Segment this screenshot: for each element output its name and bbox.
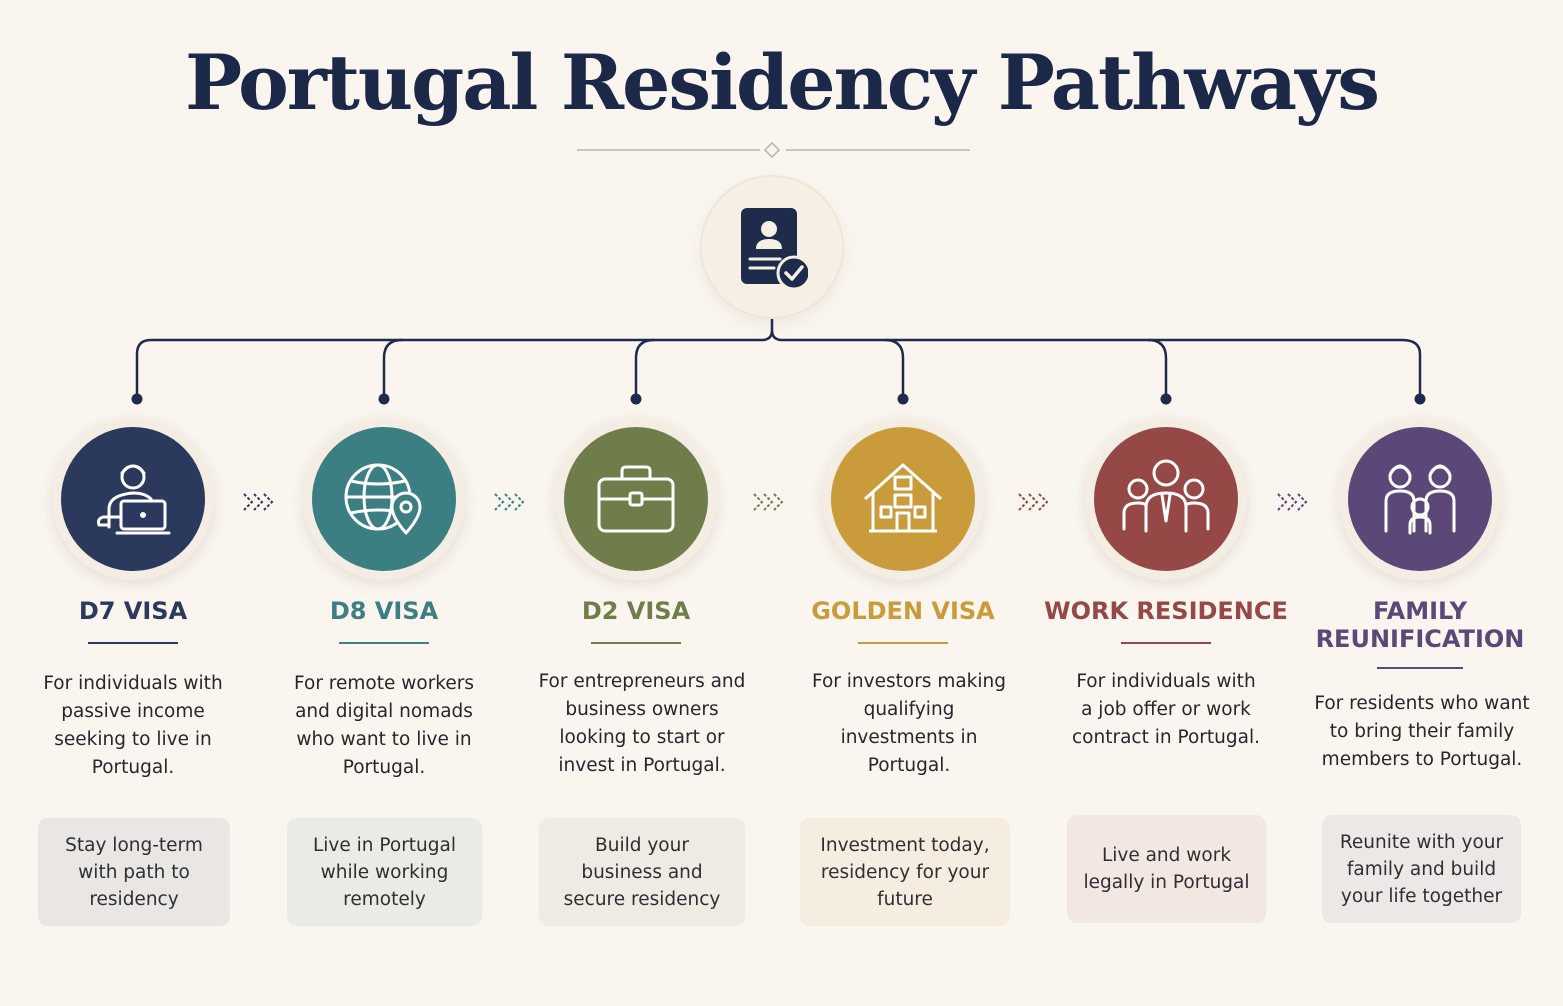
pathway-icon-ring [555, 418, 717, 580]
connector-dot [378, 393, 390, 405]
page-title: Portugal Residency Pathways [184, 38, 1380, 127]
title-underline [1121, 642, 1211, 644]
title-underline [591, 642, 681, 644]
pathway-description: For residents who want to bring their fa… [1314, 693, 1530, 770]
connector-branch [382, 338, 403, 399]
team-workers-icon [1122, 459, 1210, 533]
pathway-tagline: Build your business and secure residency [539, 818, 745, 926]
pathway-title: WORK RESIDENCE [1044, 597, 1288, 625]
title-underline [88, 642, 178, 644]
house-icon [863, 463, 943, 533]
flow-arrow-icon [1276, 488, 1310, 520]
pathway-description: For entrepreneurs and business owners lo… [538, 671, 746, 776]
pathway-tagline: Investment today, residency for your fut… [800, 818, 1010, 926]
pathway-tagline: Stay long-term with path to residency [38, 818, 230, 926]
pathway-icon-circle [312, 427, 456, 571]
pathway-description: For remote workers and digital nomads wh… [294, 673, 474, 778]
pathway-description: For investors making qualifying investme… [812, 671, 1006, 776]
connector-dot [1414, 393, 1426, 405]
connector-branch [634, 338, 655, 399]
connector-branch [884, 338, 905, 399]
hub-icon-circle [702, 177, 842, 317]
pathway-icon-ring [52, 418, 214, 580]
pathway-tagline: Live in Portugal while working remotely [287, 818, 482, 926]
pathway-icon-circle [831, 427, 975, 571]
briefcase-icon [597, 465, 675, 533]
title-underline [858, 642, 948, 644]
globe-location-pin-icon [344, 463, 422, 535]
connector-dot [131, 393, 143, 405]
flow-arrow-icon [752, 488, 786, 520]
pathway-icon-ring [822, 418, 984, 580]
pathway-icon-circle [61, 427, 205, 571]
pathway-icon-circle [1094, 427, 1238, 571]
title-divider [577, 141, 970, 159]
connector-dot [897, 393, 909, 405]
connector-dot [630, 393, 642, 405]
pathway-title: GOLDEN VISA [811, 597, 995, 625]
family-icon [1384, 464, 1456, 535]
flow-arrow-icon [242, 488, 276, 520]
residency-document-check-icon [741, 208, 808, 291]
flow-arrow-icon [1017, 488, 1051, 520]
pathway-icon-ring [1339, 418, 1501, 580]
connector-branch [1147, 338, 1168, 399]
remote-laptop-user-icon [97, 464, 171, 535]
pathway-icon-ring [303, 418, 465, 580]
pathway-tagline: Reunite with your family and build your … [1322, 815, 1521, 923]
pathway-icon-circle [564, 427, 708, 571]
pathway-title: FAMILY REUNIFICATION [1315, 597, 1525, 653]
pathway-title: D7 VISA [78, 597, 188, 625]
title-underline [1377, 667, 1463, 669]
pathway-icon-ring [1085, 418, 1247, 580]
pathway-title: D8 VISA [329, 597, 439, 625]
pathway-tagline: Live and work legally in Portugal [1067, 815, 1266, 923]
flow-arrow-icon [493, 488, 527, 520]
connector-dot [1160, 393, 1172, 405]
pathway-description: For individuals with a job offer or work… [1072, 671, 1260, 748]
title-underline [339, 642, 429, 644]
pathway-title: D2 VISA [581, 597, 691, 625]
connector-tree [135, 318, 1422, 399]
pathway-description: For individuals with passive income seek… [43, 673, 223, 778]
pathway-icon-circle [1348, 427, 1492, 571]
